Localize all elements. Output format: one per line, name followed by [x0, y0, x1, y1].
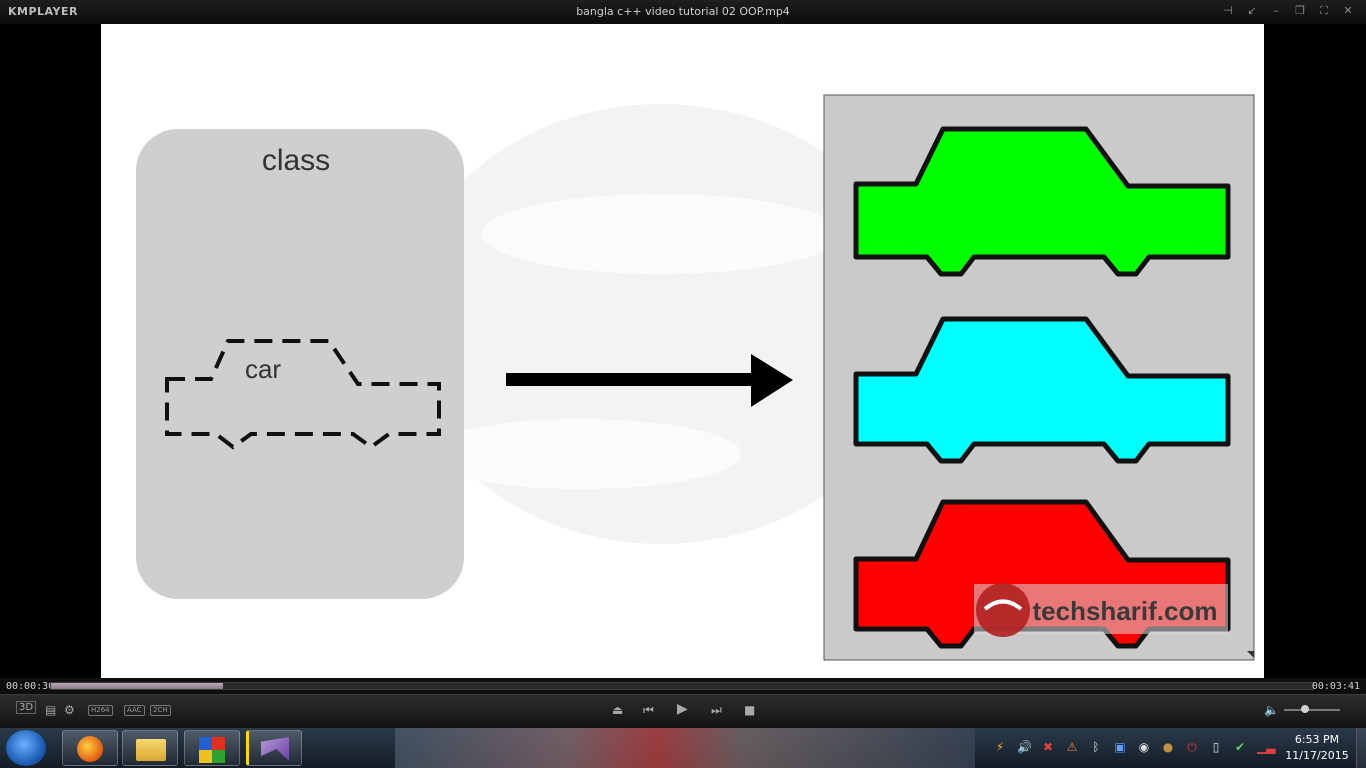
- office-icon: [199, 737, 225, 763]
- stop-icon[interactable]: ■: [744, 703, 756, 717]
- clock-date: 11/17/2015: [1285, 749, 1349, 762]
- network-tray-icon[interactable]: ▣: [1114, 740, 1126, 754]
- play-icon[interactable]: ▶: [677, 701, 688, 717]
- clock-time: 6:53 PM: [1294, 733, 1340, 746]
- green-car: [853, 126, 1231, 277]
- car-label: car: [245, 354, 281, 384]
- car-outline-dashed: [165, 339, 441, 450]
- restore-icon[interactable]: ❐: [1295, 4, 1305, 17]
- firefox-icon: [77, 736, 103, 762]
- close-icon[interactable]: ✕: [1343, 4, 1353, 17]
- seek-track[interactable]: [50, 682, 1314, 690]
- video-frame[interactable]: class car techsharif.com: [101, 24, 1264, 678]
- 3d-icon[interactable]: 3D: [16, 701, 37, 714]
- minimize-icon[interactable]: –: [1273, 4, 1279, 17]
- elapsed-time: 00:00:30: [6, 681, 55, 692]
- playlist-icon[interactable]: ▤: [45, 703, 57, 717]
- check-tray-icon[interactable]: ✔: [1234, 740, 1246, 754]
- compact-icon[interactable]: ↙: [1247, 4, 1257, 17]
- audio-badge: AAC: [124, 705, 145, 716]
- taskbar-explorer[interactable]: [122, 730, 178, 766]
- volume-icon[interactable]: 🔈: [1264, 703, 1279, 717]
- visual-studio-icon: [261, 737, 289, 761]
- total-time: 00:03:41: [1311, 681, 1360, 692]
- bluetooth-tray-icon[interactable]: ᛒ: [1092, 740, 1100, 754]
- codec-badge: H264: [88, 705, 113, 716]
- window-title: bangla c++ video tutorial 02 OOP.mp4: [576, 5, 790, 18]
- taskbar-office[interactable]: [184, 730, 240, 766]
- pin-icon[interactable]: ⊣: [1223, 4, 1233, 17]
- taskbar-firefox[interactable]: [62, 730, 118, 766]
- file-explorer-icon: [136, 739, 166, 761]
- window-buttons: ⊣ ↙ – ❐ ⛶ ✕: [1218, 3, 1358, 19]
- taskbar-thumbnail-glow: [395, 728, 975, 768]
- next-icon[interactable]: ⏭: [711, 703, 722, 717]
- watermark-logo-icon: [976, 583, 1030, 637]
- watermark-text: techsharif.com: [1033, 596, 1218, 626]
- power-tray-icon[interactable]: ⏻: [1187, 740, 1197, 754]
- disc-tray-icon[interactable]: ●: [1162, 740, 1174, 754]
- antivirus-tray-icon[interactable]: ✖: [1042, 740, 1054, 754]
- class-label: class: [262, 144, 330, 177]
- alert-tray-icon[interactable]: ⚠: [1066, 740, 1078, 754]
- seek-bar: 00:00:30 00:03:41: [0, 678, 1366, 694]
- volume-knob[interactable]: [1300, 705, 1309, 713]
- app-tray-icon[interactable]: ◉: [1138, 740, 1150, 754]
- volume-slider[interactable]: [1284, 709, 1340, 711]
- flash-tray-icon[interactable]: ⚡: [995, 740, 1005, 754]
- previous-icon[interactable]: ⏮: [643, 703, 654, 717]
- speaker-tray-icon[interactable]: 🔊: [1017, 740, 1032, 754]
- watermark: techsharif.com: [974, 583, 1228, 637]
- clock[interactable]: 6:53 PM 11/17/2015: [1284, 732, 1350, 764]
- seek-progress: [51, 683, 223, 689]
- arrow: [506, 354, 793, 407]
- signal-tray-icon[interactable]: ▁▃: [1257, 740, 1276, 754]
- eject-icon[interactable]: ⏏: [612, 703, 624, 717]
- taskbar-visual-studio[interactable]: [246, 730, 302, 766]
- settings-icon[interactable]: ⚙: [64, 703, 75, 717]
- fullscreen-icon[interactable]: ⛶: [1320, 4, 1328, 17]
- app-logo: KMPLAYER: [8, 5, 78, 18]
- show-desktop-button[interactable]: [1356, 728, 1366, 768]
- objects-box: techsharif.com: [823, 94, 1255, 661]
- cyan-car: [853, 316, 1231, 464]
- taskbar: ⚡ 🔊 ✖ ⚠ ᛒ ▣ ◉ ● ⏻ ▯ ✔ ▁▃ 6:53 PM 11/17/2…: [0, 728, 1366, 768]
- title-bar: KMPLAYER bangla c++ video tutorial 02 OO…: [0, 0, 1366, 24]
- clipboard-tray-icon[interactable]: ▯: [1212, 740, 1220, 754]
- video-slide: class car techsharif.com: [136, 94, 1255, 661]
- control-bar: 3D ▤ ⚙ H264 AAC 2CH ⏏ ⏮ ▶ ⏭ ■ 🔈: [0, 694, 1366, 728]
- channels-badge: 2CH: [150, 705, 171, 716]
- class-box: class car: [136, 129, 464, 599]
- start-button[interactable]: [6, 730, 46, 766]
